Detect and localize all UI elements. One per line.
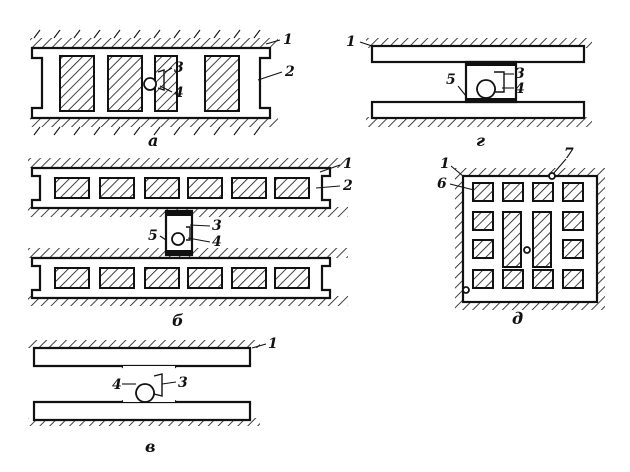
leader-line	[315, 185, 341, 189]
pillar	[204, 55, 240, 112]
label-3: 3	[515, 66, 525, 82]
label-4: 4	[212, 234, 222, 250]
caption-b: б	[172, 311, 184, 330]
label-4: 4	[112, 377, 122, 393]
label-3: 3	[212, 218, 222, 234]
label-5: 5	[148, 228, 158, 244]
leader-line	[319, 164, 341, 173]
scheme-v: 4 3 1 в	[28, 336, 278, 456]
rock-band-top	[28, 340, 260, 348]
label-3: 3	[178, 375, 188, 391]
caption-g: г	[476, 131, 485, 150]
leader-line	[159, 235, 167, 241]
scheme-b: 1 2 3 4 5 б	[28, 156, 353, 330]
marker-circle	[548, 172, 556, 180]
roof-support-icon	[464, 60, 518, 104]
leader-line	[457, 85, 467, 97]
edge-hatching	[33, 29, 261, 136]
leader-line	[552, 158, 567, 175]
caption-a: а	[148, 131, 158, 150]
label-1: 1	[346, 34, 356, 50]
scheme-g-room-upper	[370, 44, 586, 64]
label-4: 4	[174, 85, 184, 101]
scheme-a: 1 2 3 4 а	[30, 32, 295, 150]
scheme-g-room-lower	[370, 100, 586, 120]
leader-line	[450, 165, 464, 177]
leader-line	[189, 224, 211, 227]
leader-line	[251, 343, 267, 349]
marker-circle	[462, 286, 470, 294]
rock-band-top	[28, 158, 348, 168]
leader-line	[187, 237, 211, 243]
label-6: 6	[437, 176, 447, 192]
leader-line	[257, 71, 283, 81]
label-7: 7	[564, 146, 574, 162]
mining-machine-icon	[135, 373, 163, 403]
rock-band-top	[30, 38, 278, 48]
pillar	[107, 55, 143, 112]
label-1: 1	[343, 156, 353, 172]
rock-band-bottom	[366, 117, 592, 127]
label-1: 1	[283, 32, 293, 48]
leader-line	[164, 67, 173, 73]
scheme-d: 1 6 7 д	[437, 146, 605, 328]
leader-line	[161, 381, 177, 385]
caption-v: в	[145, 437, 156, 456]
roof-support-icon	[164, 209, 194, 257]
pillar-row-lower	[54, 267, 310, 289]
leader-line	[449, 183, 475, 191]
label-1: 1	[440, 156, 450, 172]
rock-band-bottom	[28, 418, 260, 426]
label-4: 4	[515, 81, 525, 97]
leader-line	[359, 41, 373, 47]
label-2: 2	[342, 178, 353, 194]
leader-line	[265, 39, 281, 45]
pillar-row-upper	[54, 177, 310, 199]
scheme-v-room-upper	[32, 346, 252, 368]
label-5: 5	[446, 72, 456, 88]
marker-circle	[523, 246, 531, 254]
rock-band-bottom	[30, 117, 278, 127]
label-3: 3	[174, 60, 184, 76]
pillar	[59, 55, 95, 112]
scheme-g: 1 3 4 5 г	[346, 34, 592, 150]
rock-band-top	[366, 38, 592, 48]
rock-band-bottom	[28, 296, 348, 306]
scheme-v-room-lower	[32, 400, 252, 422]
mining-machine-icon	[143, 69, 165, 91]
label-2: 2	[284, 64, 295, 80]
label-1: 1	[268, 336, 278, 352]
leader-line	[159, 85, 173, 93]
caption-d: д	[512, 309, 523, 328]
